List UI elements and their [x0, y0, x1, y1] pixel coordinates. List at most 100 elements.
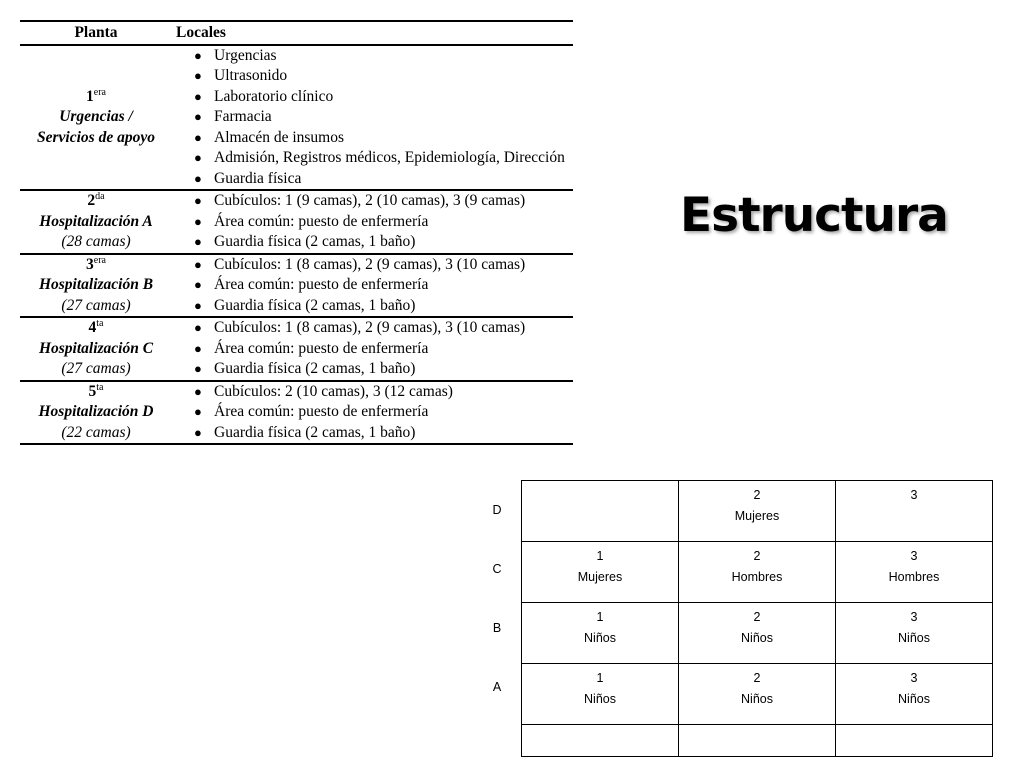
bullet-icon: ●	[194, 256, 202, 272]
table-header-row: Planta Locales	[20, 20, 573, 46]
bullet-icon: ●	[194, 170, 202, 186]
room-cell	[835, 724, 993, 757]
locales-list: ● Cubículos: 1 (8 camas), 2 (9 camas), 3 …	[172, 255, 573, 317]
room-number: 1	[596, 671, 604, 685]
bullet-icon: ●	[194, 404, 202, 419]
locale-text: Cubículos: 1 (9 camas), 2 (10 camas), 3 …	[214, 192, 526, 209]
floor-number-value: 5	[88, 382, 97, 400]
locale-text: Cubículos: 2 (10 camas), 3 (12 camas)	[214, 382, 453, 400]
floor-bed-count: (22 camas)	[61, 423, 131, 441]
locale-text: Laboratorio clínico	[214, 87, 334, 105]
bullet-icon: ●	[194, 424, 202, 440]
room-number: 3	[910, 671, 918, 685]
locale-text: Área común: puesto de enfermería	[214, 403, 429, 420]
locales-cell: ● Cubículos: 1 (8 camas), 2 (9 camas), 3 …	[172, 253, 573, 318]
locales-cell: ● Cubículos: 1 (8 camas), 2 (9 camas), 3 …	[172, 317, 573, 382]
locales-cell: ●Urgencias●Ultrasonido●Laboratorio clíni…	[172, 44, 573, 191]
list-item: ● Admisión, Registros médicos, Epidemiolo…	[172, 148, 573, 169]
locale-text: Guardia física (2 camas, 1 baño)	[214, 360, 416, 377]
list-item: ●Ultrasonido	[172, 66, 573, 87]
floor-ordinal-suffix: era	[93, 254, 106, 266]
grid-row-label: C	[492, 562, 502, 576]
bullet-icon: ●	[194, 213, 202, 229]
room-number: 2	[753, 610, 761, 624]
room-type: Hombres	[731, 570, 783, 584]
floor-number: 2da	[20, 191, 172, 212]
room-number: 2	[753, 488, 761, 502]
room-number: 2	[753, 549, 761, 563]
locale-text: Cubículos: 1 (8 camas), 2 (9 camas), 3 (…	[214, 255, 526, 273]
floor-bed-count: (28 camas)	[61, 233, 131, 250]
bullet-icon: ●	[194, 320, 202, 335]
room-number: 1	[596, 610, 604, 624]
locales-cell: ● Cubículos: 2 (10 camas), 3 (12 camas) ● Á…	[172, 380, 573, 445]
room-cell: 3	[835, 480, 993, 542]
list-item: ● Cubículos: 1 (8 camas), 2 (9 camas), 3 …	[172, 318, 573, 339]
room-type: Mujeres	[734, 509, 780, 523]
room-type: Niños	[898, 631, 930, 645]
list-item: ●Área común: puesto de enfermería	[172, 275, 573, 296]
bullet-icon: ●	[194, 150, 202, 165]
list-item: ● Cubículos: 2 (10 camas), 3 (12 camas)	[172, 382, 573, 403]
room-type: Niños	[741, 631, 773, 645]
list-item: ●Guardia física (2 camas, 1 baño)	[172, 232, 573, 253]
grid-row	[521, 724, 993, 757]
floor-name: Servicios de apoyo	[37, 128, 155, 146]
room-cell	[678, 724, 836, 757]
list-item: ● Laboratorio clínico	[172, 87, 573, 108]
floor-number: 3era	[20, 255, 172, 276]
bullet-icon: ●	[194, 277, 202, 292]
locales-list: ● Cubículos: 1 (9 camas), 2 (10 camas), 3…	[172, 191, 573, 253]
grid-row-label: A	[492, 680, 502, 694]
locale-text: Ultrasonido	[214, 67, 288, 84]
list-item: ●Guardia física (2 camas, 1 baño)	[172, 423, 573, 444]
list-item: ●Guardia física	[172, 169, 573, 190]
page-title: Estructura	[680, 188, 949, 243]
locale-text: Cubículos: 1 (8 camas), 2 (9 camas), 3 (…	[214, 319, 526, 336]
locale-text: Área común: puesto de enfermería	[214, 212, 429, 230]
room-number: 1	[596, 549, 604, 563]
bullet-icon: ●	[194, 297, 202, 313]
floor-name: Hospitalización D	[38, 403, 154, 420]
locale-text: Área común: puesto de enfermería	[214, 339, 429, 357]
floor-name: Hospitalización B	[38, 276, 154, 293]
bullet-icon: ●	[194, 47, 202, 63]
list-item: ●Almacén de insumos	[172, 128, 573, 149]
floor-name: Hospitalización C	[38, 339, 154, 357]
room-cell	[521, 480, 679, 542]
bullet-icon: ●	[194, 193, 202, 208]
room-type: Hombres	[888, 570, 940, 584]
header-planta: Planta	[20, 20, 172, 46]
bullet-icon: ●	[194, 234, 202, 249]
bullet-icon: ●	[194, 361, 202, 376]
bullet-icon: ●	[194, 88, 202, 104]
locales-list: ● Cubículos: 1 (8 camas), 2 (9 camas), 3 …	[172, 318, 573, 380]
list-item: ●Urgencias	[172, 46, 573, 67]
room-number: 3	[910, 488, 918, 502]
locale-text: Admisión, Registros médicos, Epidemiolog…	[214, 149, 565, 166]
locales-list: ● Cubículos: 2 (10 camas), 3 (12 camas) ● Á…	[172, 382, 573, 444]
floor-name: Hospitalización A	[39, 212, 153, 230]
bullet-icon: ●	[194, 383, 202, 399]
